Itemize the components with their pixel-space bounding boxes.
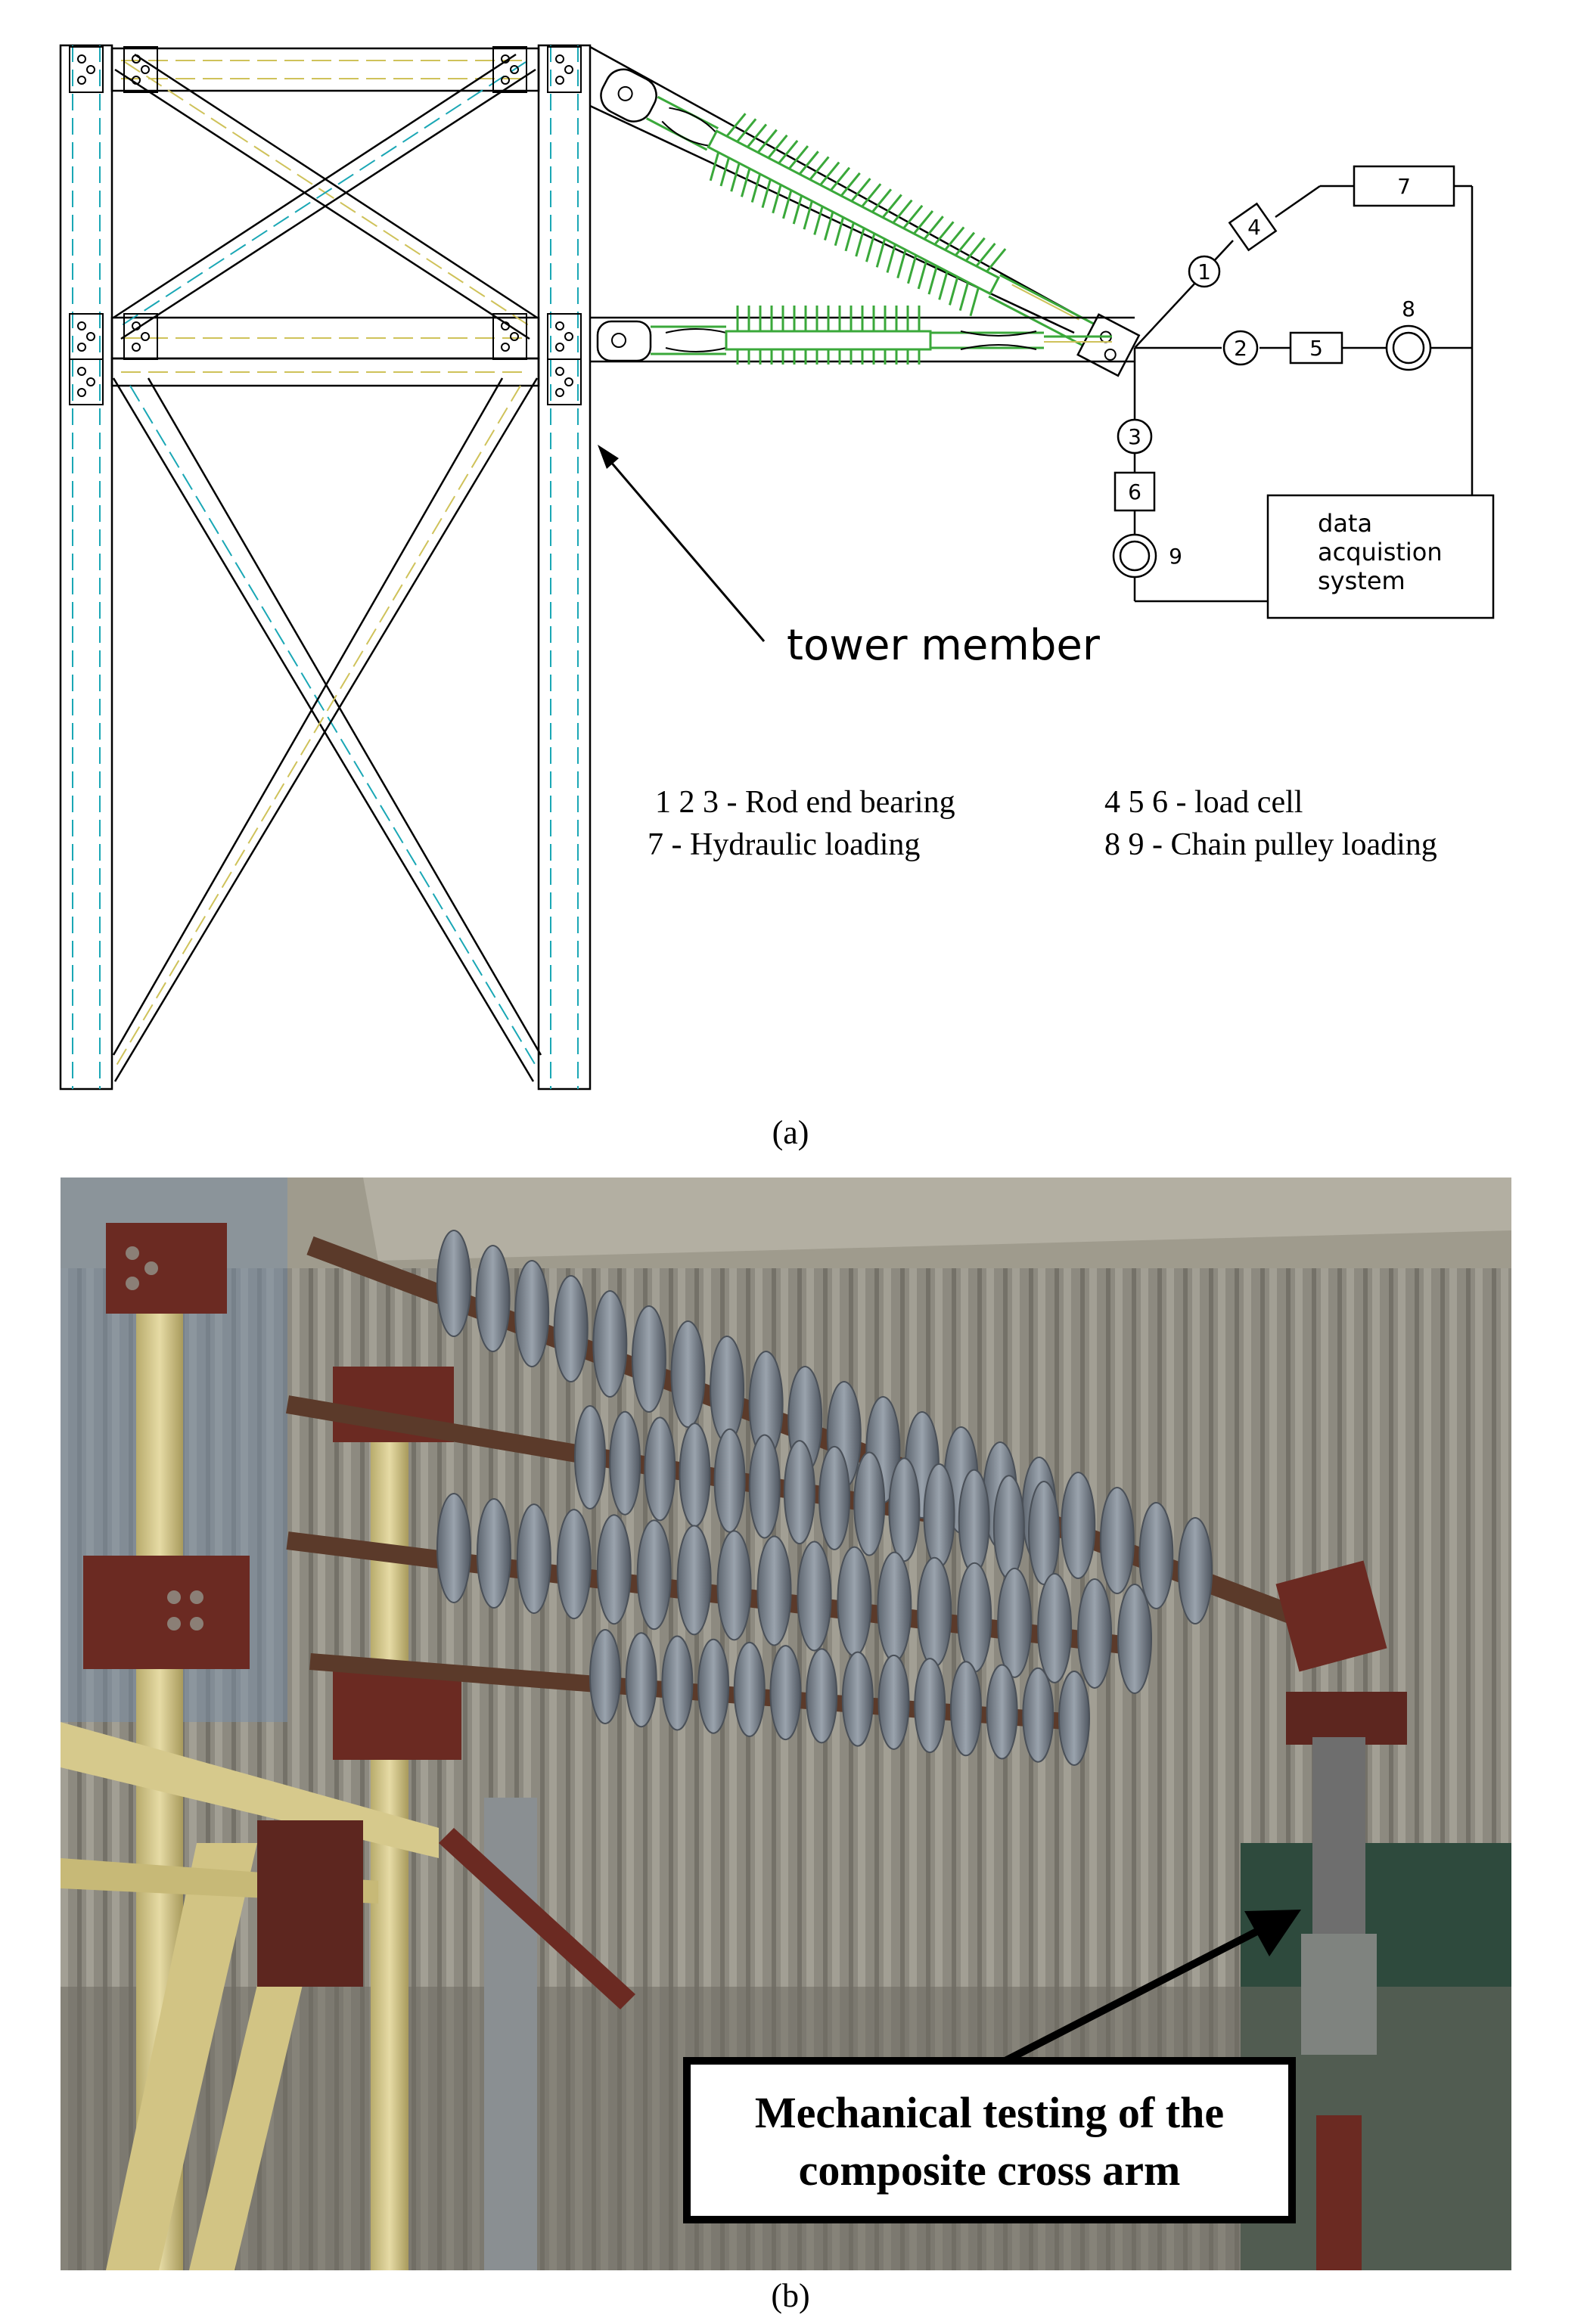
hydraulic-loading-7: 7 (1353, 165, 1455, 207)
callout-line-2: composite cross arm (799, 2146, 1181, 2195)
svg-text:7: 7 (1397, 174, 1411, 199)
legend-chain-pulley-loading: 8 9 - Chain pulley loading (1104, 827, 1437, 862)
chain-pulley-9: 9 (1112, 533, 1182, 579)
upper-composite-insulator (589, 45, 1141, 377)
photo-composite-insulators (285, 1230, 1407, 2270)
callout-arrow (1000, 1910, 1301, 2066)
svg-text:2: 2 (1234, 336, 1247, 361)
load-cell-5: 5 (1289, 331, 1343, 365)
legend-load-cell: 4 5 6 - load cell (1104, 785, 1303, 820)
legend-rod-end-bearing: 1 2 3 - Rod end bearing (655, 785, 955, 820)
svg-text:system: system (1318, 566, 1406, 595)
svg-text:tower member: tower member (787, 621, 1101, 670)
svg-text:3: 3 (1128, 424, 1141, 449)
photo-tower-structure (61, 1223, 635, 2270)
svg-text:9: 9 (1169, 544, 1182, 569)
load-cell-4: 4 (1228, 202, 1278, 252)
panel-a-caption: (a) (772, 1114, 809, 1151)
panel-b-caption: (b) (771, 2277, 810, 2314)
test-rig-photo: Mechanical testing of the composite cros… (61, 1178, 1511, 2270)
svg-text:1: 1 (1197, 259, 1211, 284)
data-acquisition-system: data acquistion system (1266, 494, 1495, 619)
svg-text:data: data (1318, 509, 1372, 538)
chain-pulley-8: 8 (1385, 296, 1432, 371)
legend-hydraulic-loading: 7 - Hydraulic loading (648, 827, 920, 862)
svg-text:5: 5 (1309, 336, 1323, 361)
test-setup-schematic: 1 2 3 4 5 6 7 8 9 data acquistion (59, 44, 1495, 1091)
tower-frame (59, 44, 592, 1091)
svg-text:6: 6 (1128, 479, 1141, 504)
callout-line-1: Mechanical testing of the (755, 2088, 1224, 2137)
svg-text:acquistion: acquistion (1318, 538, 1443, 566)
legend: 1 2 3 - Rod end bearing 7 - Hydraulic lo… (648, 785, 1437, 862)
rod-end-bearing-3: 3 (1117, 418, 1153, 455)
callout-box: Mechanical testing of the composite cros… (683, 2057, 1296, 2223)
loading-circuit (1133, 185, 1474, 603)
svg-text:8: 8 (1402, 296, 1415, 321)
rod-end-bearing-1: 1 (1188, 255, 1221, 288)
rod-end-bearing-2: 2 (1222, 330, 1259, 366)
load-cell-6: 6 (1114, 471, 1156, 512)
svg-text:4: 4 (1247, 215, 1261, 240)
tower-member-pointer: tower member (598, 445, 1101, 670)
lower-composite-insulator (590, 306, 1135, 365)
